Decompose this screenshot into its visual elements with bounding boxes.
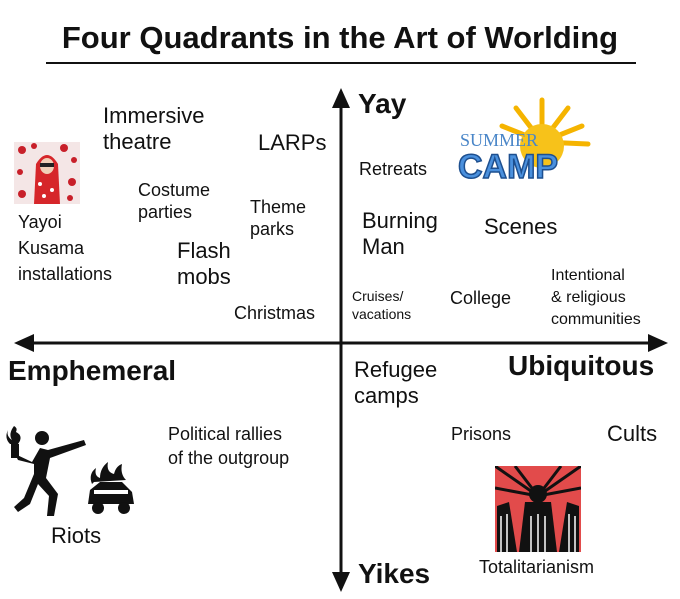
label-totalitarianism: Totalitarianism — [479, 557, 595, 577]
axis-label-emphemeral: Emphemeral — [8, 355, 177, 386]
label-christmas: Christmas — [234, 303, 316, 323]
summer-camp-logo: SUMMER CAMP — [457, 97, 591, 186]
axis-label-ubiquitous: Ubiquitous — [508, 350, 655, 381]
totalitarian-poster-picture — [495, 466, 581, 552]
label-cruises-vacations: Cruises/vacations — [352, 288, 412, 322]
kusama-portrait-picture — [14, 142, 80, 204]
riot-icon — [6, 426, 134, 516]
top-arrowhead — [332, 88, 350, 108]
label-cults: Cults — [607, 421, 658, 446]
axis-label-yay: Yay — [358, 88, 407, 119]
diagram-title: Four Quadrants in the Art of Worlding — [61, 20, 619, 55]
logo-camp-text: CAMP — [458, 148, 558, 186]
bottom-arrowhead — [332, 572, 350, 592]
label-larps: LARPs — [258, 130, 327, 155]
right-arrowhead — [648, 334, 668, 352]
label-scenes: Scenes — [484, 214, 558, 239]
title-underline — [46, 62, 636, 64]
label-retreats: Retreats — [359, 159, 428, 179]
label-prisons: Prisons — [451, 424, 512, 444]
logo-summer-text: SUMMER — [460, 130, 538, 150]
label-college: College — [450, 288, 512, 308]
left-arrowhead — [14, 334, 34, 352]
axis-label-yikes: Yikes — [358, 558, 431, 589]
label-riots: Riots — [51, 523, 102, 548]
